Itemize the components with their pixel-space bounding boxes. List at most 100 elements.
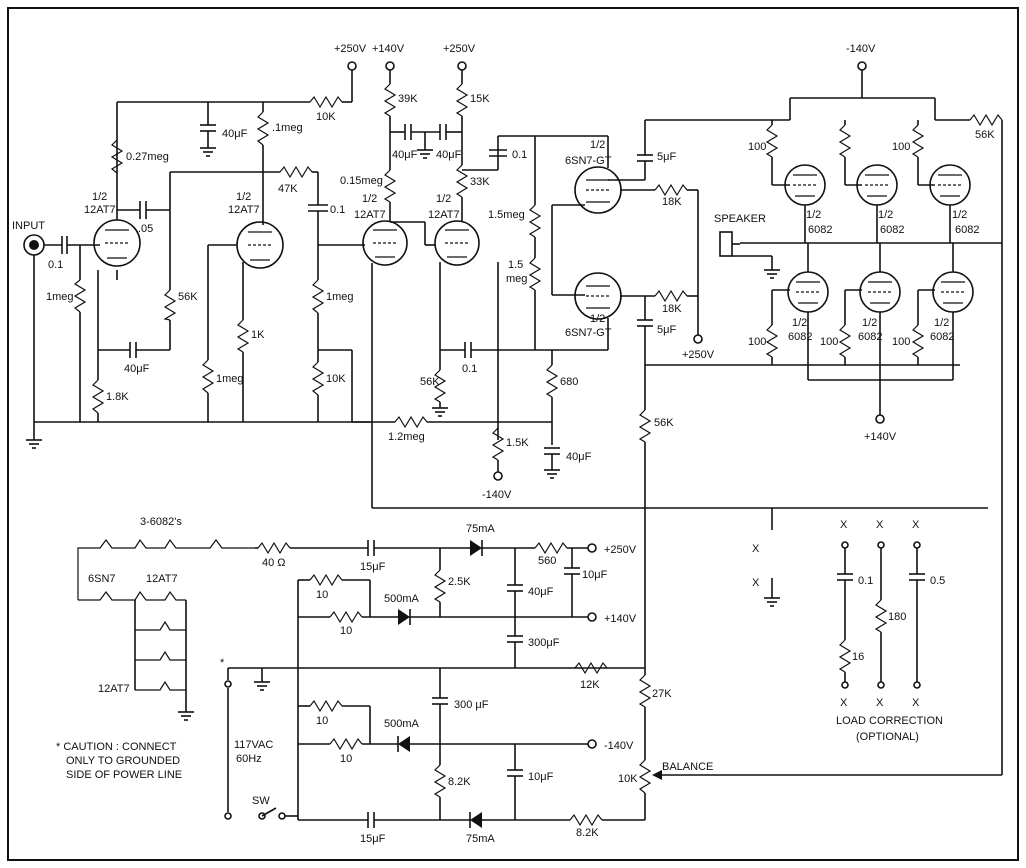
c-coupling1-label: .05 [138,223,153,235]
r-18k-b-label: 18K [662,303,682,315]
speaker-jack [719,231,733,257]
c-5uf-b-label: 5μF [657,324,676,336]
r-560-label: 560 [538,555,556,567]
c-15uf-a-label: 15μF [360,561,386,573]
load-correction-optional: (OPTIONAL) [856,731,919,743]
r-100-e-label: 100 [892,336,910,348]
supply-140-c: +140V [604,613,637,625]
tube-v1a-type: 12AT7 [84,204,116,216]
input-stage: INPUT 0.1 1meg 1/2 12AT7 0.27meg 1.8K [12,101,370,449]
x-mark-e: X [912,519,920,531]
c-15uf-b-label: 15μF [360,833,386,845]
c-10uf-a-label: 10μF [582,569,608,581]
r-15k-label: 15K [470,93,490,105]
r-grid2-label: 1meg [216,373,244,385]
c-01-d-label: 0.1 [462,363,477,375]
tube-6082-6-half: 1/2 [934,317,949,329]
x-mark-h: X [912,697,920,709]
r-10k-balance-label: 10K [618,773,638,785]
caution-asterisk: * [220,657,225,669]
r-12meg-label: 1.2meg [388,431,425,443]
tube-6082-2-half: 1/2 [878,209,893,221]
schematic-border [7,7,1019,861]
caution-line-1: * CAUTION : CONNECT [56,741,177,753]
tube-v3a-half: 1/2 [590,139,605,151]
x-mark-f: X [840,697,848,709]
tube-v1b-type: 12AT7 [228,204,260,216]
phase-splitter: +140V 39K 40μF 40μF 0.15meg 1/2 12AT7 +2… [340,43,608,422]
tube-v2a-half: 1/2 [362,193,377,205]
mains-label: 117VAC [234,739,273,751]
power-supply: 3-6082's 40 Ω 6SN7 12AT7 12AT7 15μF 2.5K… [56,508,1002,845]
r-cathode2-label: 1K [251,329,265,341]
tube-v2b-half: 1/2 [436,193,451,205]
diode-500ma-b [398,736,410,752]
tube-6082-3-half: 1/2 [952,209,967,221]
r-180-label: 180 [888,611,906,623]
r-56k-d-label: 56K [975,129,995,141]
supply-neg140-a: -140V [482,489,512,501]
tube-v3b-type: 6SN7-GT [565,327,612,339]
c-5uf-a-label: 5μF [657,151,676,163]
r-18k-a-label: 18K [662,196,682,208]
x-mark-d: X [876,519,884,531]
tube-6082-6-type: 6082 [930,331,954,343]
r-plate1-label: 0.27meg [126,151,169,163]
r-12k-label: 12K [580,679,600,691]
output-stage: 5μF 18K +250V 18K 5μF 56K -140V 56K [608,43,1003,775]
tube-6082-2-type: 6082 [880,224,904,236]
r-82k-a-label: 8.2K [448,776,471,788]
supply-140-b: +140V [864,431,897,443]
r-10-c-label: 10 [316,715,328,727]
tube-v2a-type: 12AT7 [354,209,386,221]
r-27k-label: 27K [652,688,672,700]
c-300uf-b-label: 300 μF [454,699,489,711]
caution-line-2: ONLY TO GROUNDED [66,755,180,767]
r-15meg-b1-label: 1.5 [508,259,523,271]
c-40uf-c-label: 40μF [436,149,462,161]
c-input-label: 0.1 [48,259,63,271]
r-grid1-label: 1meg [46,291,74,303]
c-load-05-label: 0.5 [930,575,945,587]
diode-500ma-a [398,609,410,625]
r-15meg-a-label: 1.5meg [488,209,525,221]
tube-v2b-type: 12AT7 [428,209,460,221]
c-300uf-a-label: 300μF [528,637,560,649]
c-10uf-b-label: 10μF [528,771,554,783]
diode-500ma-a-label: 500mA [384,593,420,605]
tube-6082-1-type: 6082 [808,224,832,236]
c-40uf-b-label: 40μF [392,149,418,161]
diode-75ma-a [470,540,482,556]
c-bypass1-label: 40μF [124,363,150,375]
supply-250-a: +250V [334,43,367,55]
heater-12at7-a-label: 12AT7 [146,573,178,585]
r-15meg-b2-label: meg [506,273,527,285]
r-10k-top-label: 10K [316,111,336,123]
supply-250-c: +250V [682,349,715,361]
r-10-b-label: 10 [340,625,352,637]
r-100-d-label: 100 [820,336,838,348]
r-680-label: 680 [560,376,578,388]
r-grid3-label: 1meg [326,291,354,303]
diode-75ma-a-label: 75mA [466,523,495,535]
r-015meg-label: 0.15meg [340,175,383,187]
supply-neg140-b: -140V [846,43,876,55]
r-56k-c-label: 56K [654,417,674,429]
load-correction-title: LOAD CORRECTION [836,715,943,727]
r-25k-label: 2.5K [448,576,471,588]
r-56k-b-label: 56K [420,376,440,388]
r-10-a-label: 10 [316,589,328,601]
tube-6082-3-type: 6082 [955,224,979,236]
supply-140-a: +140V [372,43,405,55]
tube-v1a-half: 1/2 [92,191,107,203]
c-40uf-supply-label: 40μF [222,128,248,140]
r-100-a-label: 100 [748,141,766,153]
heater-12at7-b-label: 12AT7 [98,683,130,695]
r-cathode1-label: 1.8K [106,391,129,403]
r-39k-label: 39K [398,93,418,105]
speaker-label: SPEAKER [714,213,766,225]
heater-6sn7-label: 6SN7 [88,573,116,585]
r-plate2-label: .1meg [272,122,303,134]
tube-6082-5-half: 1/2 [862,317,877,329]
